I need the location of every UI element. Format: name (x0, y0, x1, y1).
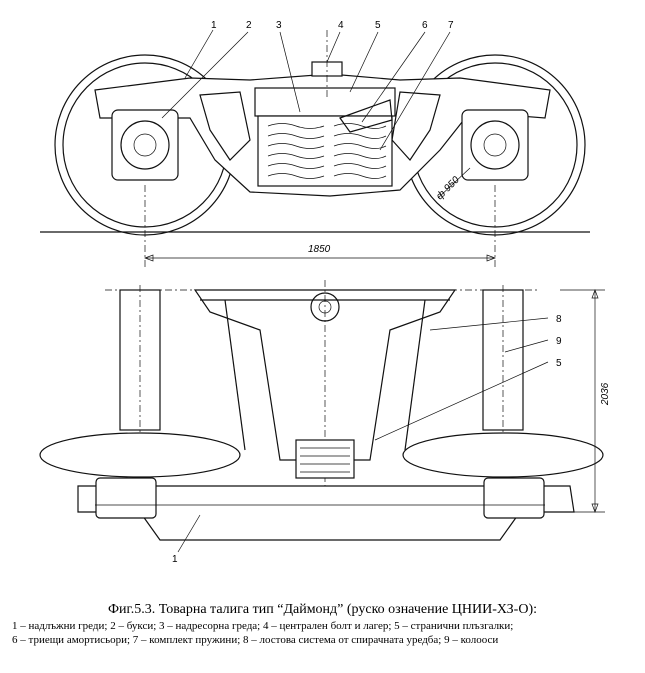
top-callout-leaders (161, 29, 451, 151)
callout-4: 4 (338, 20, 344, 31)
wheel-diameter-label: ф 950 (434, 174, 462, 202)
caption-legend: 1 – надлъжни греди; 2 – букси; 3 – надре… (0, 619, 645, 647)
callout-1-plan: 1 (172, 554, 178, 565)
callout-9: 9 (556, 336, 562, 347)
legend-line-1: 1 – надлъжни греди; 2 – букси; 3 – надре… (12, 620, 514, 632)
caption-title: Фиг.5.3. Товарна талига тип “Даймонд” (р… (108, 602, 537, 617)
side-view (40, 30, 590, 270)
width-label: 2036 (600, 382, 611, 406)
right-axle-box (461, 109, 529, 181)
left-axle-box (111, 109, 179, 181)
bogie-drawing: 1 2 3 4 5 6 7 8 9 5 1 1850 ф 950 2036 (39, 20, 611, 565)
callout-5-plan: 5 (556, 358, 562, 369)
bottom-callout-leaders (177, 317, 549, 553)
callout-8: 8 (556, 314, 562, 325)
callout-1: 1 (211, 20, 217, 31)
callout-7: 7 (448, 20, 454, 31)
callout-2: 2 (246, 20, 252, 31)
bolster-and-springs (254, 87, 396, 187)
callout-5: 5 (375, 20, 381, 31)
figure-caption: Фиг.5.3. Товарна талига тип “Даймонд” (р… (0, 601, 645, 647)
callout-3: 3 (276, 20, 282, 31)
plan-view (39, 280, 605, 541)
callout-6: 6 (422, 20, 428, 31)
legend-line-2: 6 – триещи амортисьори; 7 – комплект пру… (12, 634, 499, 646)
wheelbase-label: 1850 (308, 244, 331, 255)
